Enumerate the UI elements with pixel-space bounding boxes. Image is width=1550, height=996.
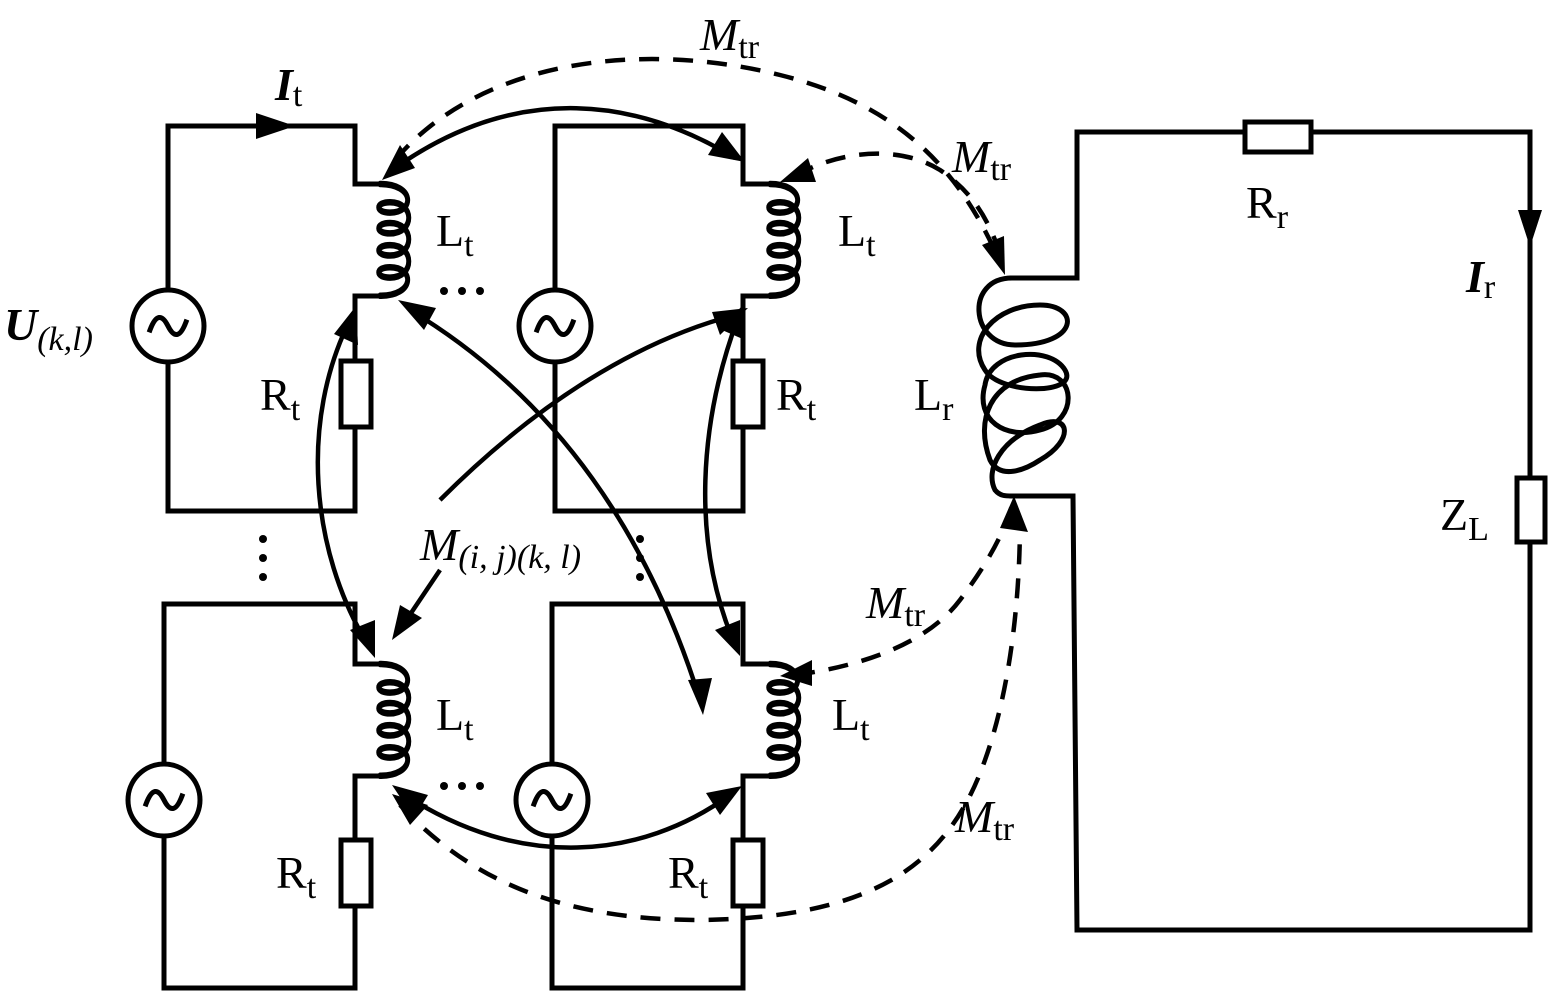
current-direction-arrow-icon xyxy=(256,113,295,139)
label-lr: Lr xyxy=(914,369,954,428)
dashed-coupling-arc xyxy=(793,151,998,241)
sine-icon xyxy=(142,789,186,811)
coupling-arc xyxy=(438,312,736,502)
load-impedance xyxy=(1514,475,1548,545)
label-mutual-tx-tx: M(i, j)(k, l) xyxy=(419,519,581,576)
label-ir: Ir xyxy=(1465,251,1496,306)
receiver-coil xyxy=(976,275,1071,499)
label-transmit-current: It xyxy=(274,59,303,114)
wire xyxy=(352,773,383,843)
label-source-voltage: U(k,l) xyxy=(4,299,93,358)
arrowhead-icon xyxy=(688,678,712,715)
wire xyxy=(165,123,383,187)
tx-rx-coupling-arcs xyxy=(392,56,1028,923)
receiver-resistor xyxy=(1242,119,1314,155)
receiver-circuit xyxy=(976,119,1548,933)
arrowhead-icon xyxy=(780,158,816,182)
label-rr: Rr xyxy=(1246,177,1289,236)
coupling-arc xyxy=(702,317,741,646)
wire xyxy=(549,601,773,667)
inductor-coil xyxy=(376,180,412,300)
label-mtr-1: Mtr xyxy=(699,9,760,66)
wire xyxy=(740,293,773,364)
coupling-arc xyxy=(403,793,732,850)
label-lt-1: Lt xyxy=(436,205,474,264)
arrowhead-icon xyxy=(392,605,422,640)
label-mtr-3: Mtr xyxy=(865,577,926,634)
label-mtr-2: Mtr xyxy=(951,131,1012,188)
label-lt-4: Lt xyxy=(832,689,870,748)
inductor-coil xyxy=(766,180,802,300)
receiver-current-arrow-icon xyxy=(1518,210,1542,247)
wire xyxy=(1009,493,1533,933)
coupling-arc xyxy=(393,106,737,170)
transmitter-circuit-top-left xyxy=(129,113,412,514)
arrowhead-icon xyxy=(398,300,436,330)
wire xyxy=(161,833,358,991)
wire xyxy=(161,601,383,667)
wire xyxy=(352,293,383,364)
wire xyxy=(552,361,746,514)
arrowhead-icon xyxy=(715,620,740,656)
inductor-coil xyxy=(376,660,412,780)
transmitter-circuit-bottom-left xyxy=(125,601,412,991)
wire xyxy=(549,833,746,991)
label-rt-2: Rt xyxy=(776,369,817,428)
label-rt-4: Rt xyxy=(668,847,709,906)
wire xyxy=(552,123,773,187)
resistor xyxy=(730,358,766,430)
arrowhead-icon xyxy=(708,132,745,162)
arrowhead-icon xyxy=(1000,496,1028,532)
transmitter-circuit-bottom-right xyxy=(513,601,802,991)
resistor xyxy=(730,837,766,909)
arrowhead-icon xyxy=(712,308,748,335)
labels: It U(k,l) Lt Lt Lt Lt Rt Rt Rt Rt Mtr Mt… xyxy=(4,9,1496,906)
inductor-coil xyxy=(766,660,802,780)
label-zl: ZL xyxy=(1440,489,1489,548)
wire xyxy=(740,773,773,843)
dashed-coupling-arc xyxy=(398,519,1023,923)
tx-tx-coupling-arcs xyxy=(315,106,748,850)
arrowhead-icon xyxy=(982,236,1005,275)
arrowhead-icon xyxy=(706,786,742,815)
label-mtr-4: Mtr xyxy=(954,791,1015,848)
resistor xyxy=(338,358,374,430)
arrowhead-icon xyxy=(392,794,428,825)
coupling-arc xyxy=(408,308,703,701)
label-lt-2: Lt xyxy=(838,205,876,264)
dashed-coupling-arc xyxy=(393,56,1003,263)
sine-icon xyxy=(530,789,574,811)
label-rt-3: Rt xyxy=(276,847,317,906)
label-lt-3: Lt xyxy=(436,689,474,748)
dashed-coupling-arc xyxy=(794,504,1015,678)
arrowhead-icon xyxy=(334,306,358,345)
resistor xyxy=(338,837,374,909)
wire xyxy=(165,361,358,514)
coupling-arc xyxy=(315,318,370,647)
sine-icon xyxy=(146,315,190,337)
arrowhead-icon xyxy=(350,620,375,658)
arrowhead-icon xyxy=(780,660,812,686)
ellipsis-dots xyxy=(259,287,644,790)
arrowhead-icon xyxy=(382,145,415,180)
wire xyxy=(1009,129,1248,281)
wire xyxy=(1308,129,1533,481)
label-rt-1: Rt xyxy=(260,369,301,428)
sine-icon xyxy=(533,315,577,337)
transmitter-circuit-top-right xyxy=(516,123,802,514)
